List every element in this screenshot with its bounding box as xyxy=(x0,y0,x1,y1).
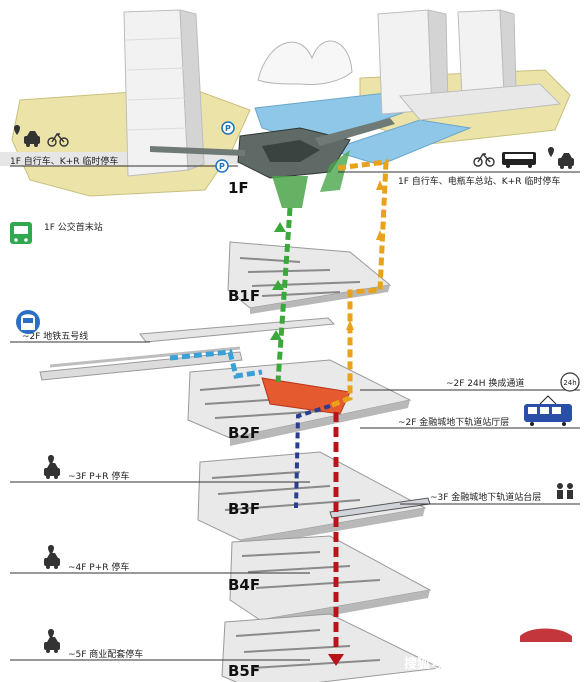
callout-b5-parking: ~5F 商业配套停车 xyxy=(68,648,143,660)
callout-b3-parking: ~3F P+R 停车 xyxy=(68,470,129,482)
watermark: 搜狐号@搜狐焦点鞍山站 xyxy=(404,628,572,672)
river-channel xyxy=(328,119,472,166)
route-green-arrows xyxy=(270,222,286,340)
location-pin-icon xyxy=(48,545,54,555)
svg-text:搜狐号@搜狐焦点鞍山站: 搜狐号@搜狐焦点鞍山站 xyxy=(404,656,547,672)
callout-bus-terminal: 1F 公交首末站 xyxy=(44,221,103,233)
svg-text:24h: 24h xyxy=(563,379,576,387)
surface-level xyxy=(0,9,571,208)
bicycle-icon xyxy=(473,152,495,167)
route-blue xyxy=(169,349,263,379)
location-pin-icon xyxy=(14,125,20,135)
stair-green xyxy=(272,176,308,208)
callout-b4-parking: ~4F P+R 停车 xyxy=(68,561,129,573)
callout-lines xyxy=(10,165,580,661)
bicycle-icon xyxy=(47,132,69,147)
left-tower xyxy=(123,9,205,177)
bus-icon xyxy=(502,152,536,168)
car-icon xyxy=(44,637,60,653)
callout-right-1f: 1F 自行车、电瓶车总站、K+R 临时停车 xyxy=(398,175,560,187)
route-green xyxy=(275,207,293,383)
callout-metro-line5: ~2F 地铁五号线 xyxy=(22,330,88,342)
callout-left-1f: 1F 自行车、K+R 临时停车 xyxy=(10,155,118,167)
route-darkred-end xyxy=(328,654,344,666)
canopy-green xyxy=(320,150,350,192)
callout-finance-hall: ~2F 金融城地下轨道站厅层 xyxy=(398,416,509,428)
tram-icon xyxy=(524,395,572,426)
svg-text:P: P xyxy=(225,124,231,133)
route-orange xyxy=(329,159,389,409)
level-b3 xyxy=(197,451,431,548)
parking-icon: P P xyxy=(215,121,235,173)
car-icon xyxy=(558,153,574,169)
callout-finance-platform: ~3F 金融城地下轨道站台层 xyxy=(430,491,541,503)
pavilion xyxy=(257,40,353,85)
canopy-west xyxy=(150,146,245,156)
canopy-east xyxy=(315,118,395,146)
route-navy xyxy=(294,404,331,509)
svg-text:P: P xyxy=(219,162,225,171)
badge-24h: 24h xyxy=(560,372,580,392)
floor-label-b2f: B2F xyxy=(228,424,260,442)
metro-icon xyxy=(16,310,40,334)
location-pin-icon xyxy=(48,455,54,465)
car-icon xyxy=(24,131,40,147)
car-icon xyxy=(44,553,60,569)
station-core xyxy=(262,140,320,162)
routes xyxy=(169,159,389,666)
car-icon xyxy=(44,463,60,479)
floor-label-b3f: B3F xyxy=(228,500,260,518)
floor-label-1f: 1F xyxy=(228,179,249,197)
right-towers xyxy=(377,9,562,121)
floor-label-b4f: B4F xyxy=(228,576,260,594)
bus-icon xyxy=(10,222,32,244)
people-icon xyxy=(557,483,573,499)
location-pin-icon xyxy=(48,629,54,639)
callout-transfer-24h: ~2F 24H 换成通道 xyxy=(446,377,524,389)
location-pin-icon xyxy=(548,147,554,157)
floor-label-b5f: B5F xyxy=(228,662,260,680)
level-b5 xyxy=(221,613,442,682)
floor-label-b1f: B1F xyxy=(228,287,260,305)
